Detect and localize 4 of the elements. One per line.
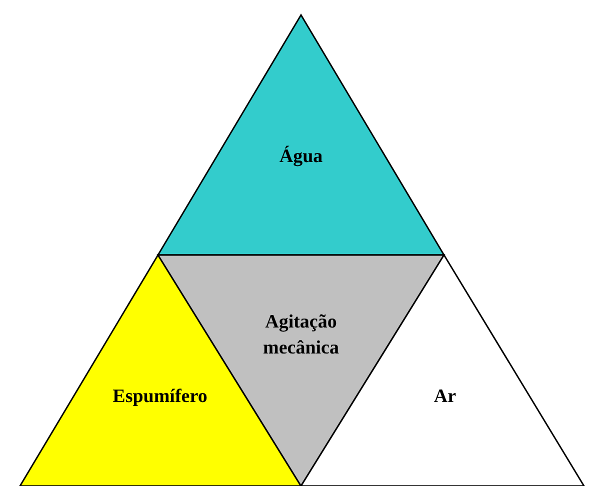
region-label: Água [278, 144, 324, 170]
region-label: Ar [432, 385, 458, 410]
region-label: Espumífero [112, 385, 208, 410]
region-label: Agitação mecânica [262, 310, 340, 360]
